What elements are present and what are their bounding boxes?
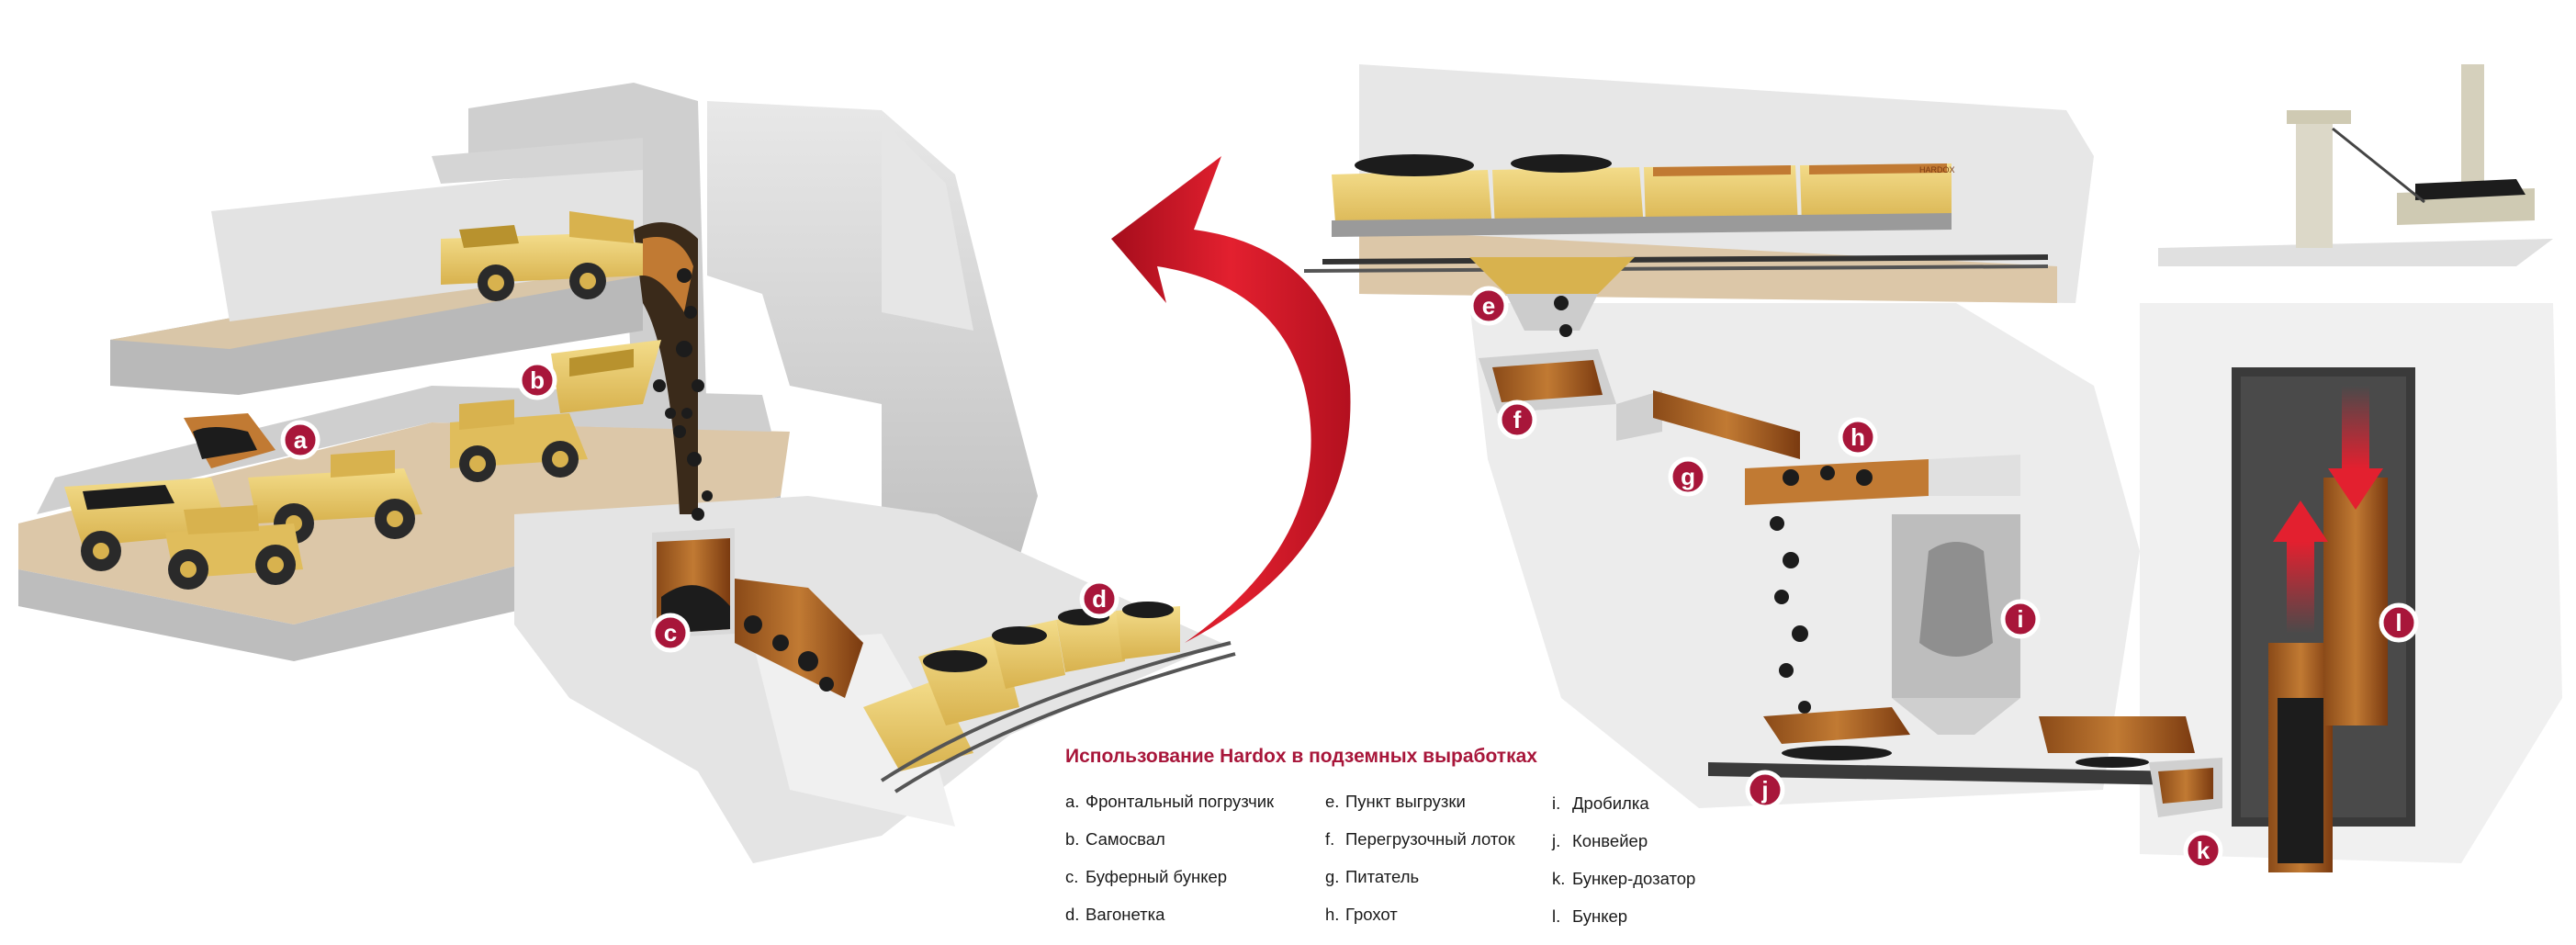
flow-arrow xyxy=(1111,156,1351,643)
dump-truck-b xyxy=(450,340,686,482)
marker-c-label: c xyxy=(664,619,677,647)
legend-item-e: e. Пункт выгрузки xyxy=(1325,792,1466,812)
marker-k: k xyxy=(2183,830,2223,871)
marker-h-label: h xyxy=(1850,423,1865,451)
marker-j-label: j xyxy=(1760,776,1768,804)
marker-e: e xyxy=(1468,286,1509,326)
marker-l: l xyxy=(2379,602,2419,643)
marker-k-label: k xyxy=(2197,837,2210,864)
legend-text: Самосвал xyxy=(1086,829,1165,849)
legend-letter: c. xyxy=(1065,867,1079,886)
legend-letter: b. xyxy=(1065,829,1080,849)
legend-letter: j. xyxy=(1552,831,1561,850)
legend-item-l: l. Бункер xyxy=(1552,906,1627,927)
unloading-point-e xyxy=(1469,257,1635,364)
legend-text: Пункт выгрузки xyxy=(1345,792,1466,811)
legend-text: Буферный бункер xyxy=(1086,867,1228,886)
legend-item-f: f. Перегрузочный лоток xyxy=(1325,829,1515,849)
legend-title: Использование Hardox в подземных выработ… xyxy=(1065,746,1537,767)
skip-bin-l xyxy=(2268,386,2388,872)
left-mine-section xyxy=(18,83,1236,863)
dump-truck-front xyxy=(64,478,303,590)
legend-letter: e. xyxy=(1325,792,1340,811)
legend-letter: a. xyxy=(1065,792,1080,811)
legend-item-d: d. Вагонетка xyxy=(1065,905,1164,925)
screen-h xyxy=(1653,390,2020,714)
legend-text: Дробилка xyxy=(1572,793,1649,813)
front-loader-a xyxy=(184,413,422,544)
legend-text: Бункер-дозатор xyxy=(1572,869,1696,888)
transfer-chute-f xyxy=(1479,349,1616,413)
marker-h: h xyxy=(1838,417,1878,457)
marker-a-label: a xyxy=(294,426,308,454)
marker-d-label: d xyxy=(1092,585,1107,613)
legend-item-h: h. Грохот xyxy=(1325,905,1398,925)
legend-text: Вагонетка xyxy=(1086,905,1165,924)
marker-d: d xyxy=(1079,579,1119,619)
mine-cars-d xyxy=(863,602,1236,793)
marker-f-label: f xyxy=(1513,406,1522,433)
dump-truck-upper xyxy=(441,211,643,301)
legend-letter: f. xyxy=(1325,829,1335,849)
headframe xyxy=(2158,64,2553,266)
legend-letter: i. xyxy=(1552,793,1561,813)
marker-g: g xyxy=(1668,456,1708,497)
legend-text: Бункер xyxy=(1572,906,1628,926)
legend-text: Перегрузочный лоток xyxy=(1345,829,1515,849)
rail-cars: HARDOX xyxy=(1303,154,2049,273)
buffer-bin-c xyxy=(652,490,863,698)
marker-a: a xyxy=(280,420,321,460)
crusher-i xyxy=(1892,514,2020,735)
marker-b: b xyxy=(517,360,557,400)
legend-item-c: c. Буферный бункер xyxy=(1065,867,1227,887)
legend-text: Конвейер xyxy=(1572,831,1648,850)
legend-text: Питатель xyxy=(1345,867,1420,886)
marker-b-label: b xyxy=(530,366,545,394)
legend-letter: g. xyxy=(1325,867,1340,886)
marker-f: f xyxy=(1497,399,1537,440)
rock-pillar xyxy=(707,101,1038,606)
legend-item-a: a. Фронтальный погрузчик xyxy=(1065,792,1274,812)
legend-letter: h. xyxy=(1325,905,1340,924)
marker-j: j xyxy=(1745,770,1785,810)
legend-item-g: g. Питатель xyxy=(1325,867,1419,887)
marker-e-label: e xyxy=(1482,292,1495,320)
legend-letter: k. xyxy=(1552,869,1566,888)
marker-l-label: l xyxy=(2395,609,2402,636)
legend-item-i: i. Дробилка xyxy=(1552,793,1649,814)
marker-g-label: g xyxy=(1681,463,1695,490)
conveyor-j xyxy=(1708,707,2195,785)
legend-item-k: k. Бункер-дозатор xyxy=(1552,869,1695,889)
legend-letter: l. xyxy=(1552,906,1561,926)
legend-letter: d. xyxy=(1065,905,1080,924)
feeder-g xyxy=(1616,390,1662,441)
legend-text: Фронтальный погрузчик xyxy=(1086,792,1275,811)
legend-text: Грохот xyxy=(1345,905,1398,924)
marker-i-label: i xyxy=(2017,605,2023,633)
measuring-bin-k xyxy=(2149,758,2222,817)
legend-item-j: j. Конвейер xyxy=(1552,831,1648,851)
right-mine-section: HARDOX xyxy=(1303,64,2562,872)
marker-c: c xyxy=(650,613,691,653)
marker-i: i xyxy=(2000,599,2041,639)
legend: Использование Hardox в подземных выработ… xyxy=(1065,746,1837,939)
legend-item-b: b. Самосвал xyxy=(1065,829,1165,849)
hardox-label: HARDOX xyxy=(1919,165,1955,174)
